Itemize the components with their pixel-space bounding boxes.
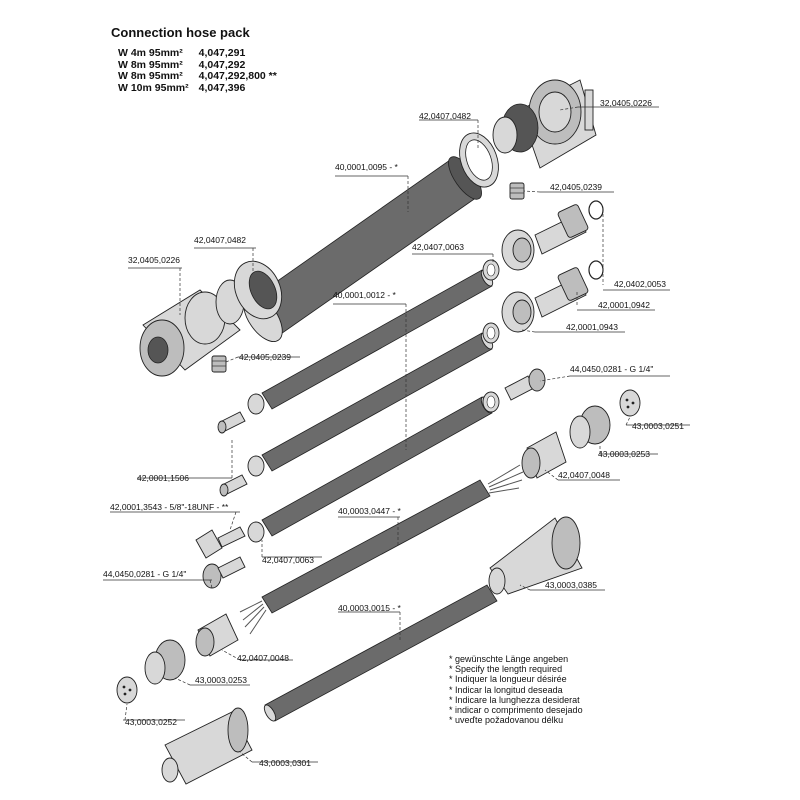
part-label: 42,0402,0053 (614, 279, 666, 289)
part-label: 44,0450,0281 - G 1/4" (570, 364, 653, 374)
part-label: 42,0407,0048 (558, 470, 610, 480)
part-label: 42,0405,0239 (550, 182, 602, 192)
part-label: 42,0407,0063 (262, 555, 314, 565)
hose-clamp (247, 521, 265, 543)
part-label: 42,0001,0942 (598, 300, 650, 310)
quick-coupling-upper (534, 204, 589, 255)
note-line: * gewünschte Länge angeben (449, 654, 569, 664)
variant-row: W 4m 95mm² 4,047,291 (118, 47, 287, 60)
hose-clamp (482, 322, 500, 344)
part-label: 40,0003,0447 - * (338, 506, 402, 516)
o-ring-upper (588, 200, 604, 220)
diagram-title: Connection hose pack (111, 25, 250, 40)
nut-5-8-unf (195, 526, 246, 559)
part-label: 42,0001,3543 - 5/8"-18UNF - ** (110, 502, 229, 512)
variant-code: 4,047,291 (198, 47, 246, 59)
length-notes: * gewünschte Länge angeben * Specify the… (449, 654, 583, 725)
variant-code: 4,047,292 (198, 58, 246, 71)
hose-nipple-left-1 (217, 411, 246, 434)
part-label: 43,0003,0252 (125, 717, 177, 727)
part-label: 32,0405,0226 (128, 255, 180, 265)
part-label: 43,0003,0385 (545, 580, 597, 590)
control-cable (261, 464, 524, 614)
control-plug-left (116, 676, 138, 704)
variant-table: W 4m 95mm² 4,047,291 W 8m 95mm² 4,047,29… (118, 47, 287, 95)
note-line: * Indiquer la longueur désirée (449, 674, 567, 685)
part-label: 43,0003,0301 (259, 758, 311, 768)
variant-label: W 4m 95mm² (118, 47, 183, 59)
part-label: 43,0003,0253 (195, 675, 247, 685)
hose-clamp (482, 259, 500, 281)
protective-cone-right (488, 516, 583, 595)
top-small-nut (509, 182, 525, 200)
hose-2 (261, 332, 494, 472)
coupling-nut-upper (501, 229, 535, 271)
coupling-nut-lower (501, 291, 535, 333)
o-ring-lower (588, 260, 604, 280)
control-socket-right (569, 405, 611, 449)
part-label: 44,0450,0281 - G 1/4" (103, 569, 186, 579)
part-label: 40,0003,0015 - * (338, 603, 402, 613)
part-label: 42,0407,0063 (412, 242, 464, 252)
part-label: 32,0405,0226 (600, 98, 652, 108)
part-label: 42,0407,0048 (237, 653, 289, 663)
part-label: 42,0001,0943 (566, 322, 618, 332)
gas-nipple-right (504, 368, 546, 401)
variant-code: 4,047,292,800 ** (198, 70, 277, 82)
part-label: 40,0001,0012 - * (333, 290, 397, 300)
left-clamp-ring (233, 260, 283, 320)
protective-cone-left (161, 707, 253, 785)
part-label: 42,0407,0482 (419, 111, 471, 121)
note-line: * Indicar la longitud deseada (449, 684, 563, 695)
control-socket-left (144, 639, 186, 685)
variant-label: W 8m 95mm² (118, 70, 183, 82)
control-plug-right (619, 389, 641, 417)
note-line: * Specify the length required (449, 664, 563, 675)
variant-row: W 8m 95mm² 4,047,292 (118, 58, 287, 72)
note-line: * uveďte požadovanou délku (449, 715, 564, 726)
variant-label: W 10m 95mm² (118, 81, 189, 94)
variant-row: W 10m 95mm² 4,047,396 (118, 81, 287, 95)
variant-label: W 8m 95mm² (118, 58, 183, 71)
hose-clamp (247, 393, 265, 415)
note-line: * indicar o comprimento desejado (449, 705, 583, 716)
left-small-nut (211, 355, 227, 373)
bottom-hose (263, 584, 498, 722)
variant-row: W 8m 95mm² 4,047,292,800 ** (118, 70, 287, 83)
top-clamp-ring (459, 132, 499, 188)
left-connector-housing (139, 279, 245, 377)
hose-nipple-left-2 (219, 474, 248, 497)
gas-nipple-left (202, 556, 246, 589)
part-label: 40,0001,0095 - * (335, 162, 399, 172)
control-sleeve-left (195, 613, 239, 657)
control-sleeve-right (521, 431, 567, 479)
variant-code: 4,047,396 (198, 81, 246, 94)
hose-clamp (482, 391, 500, 413)
note-line: * Indicare la lunghezza desiderat (449, 694, 580, 705)
hose-clamp (247, 455, 265, 477)
top-connector-housing (492, 79, 597, 169)
quick-coupling-lower (534, 267, 589, 318)
part-label: 42,0407,0482 (194, 235, 246, 245)
control-wires-left (239, 600, 267, 635)
part-label: 43,0003,0251 (632, 421, 684, 431)
